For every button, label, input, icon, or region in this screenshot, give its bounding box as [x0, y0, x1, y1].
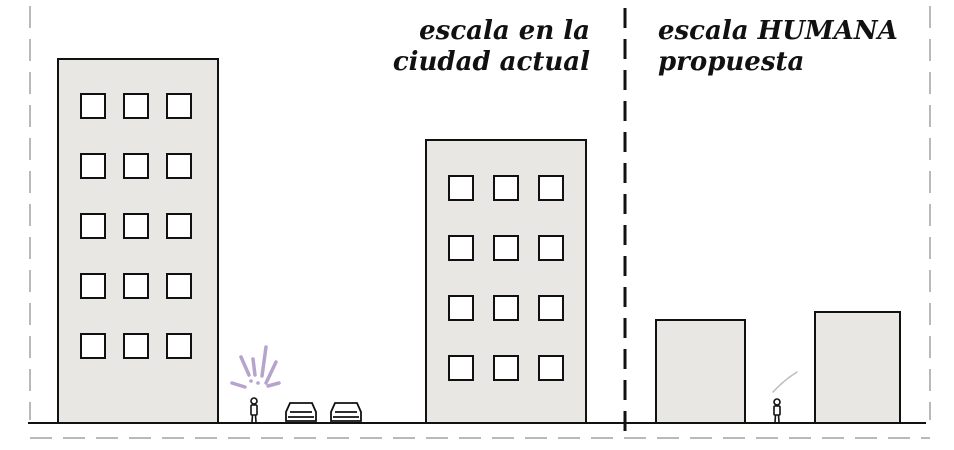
tall-tower-facade	[57, 58, 219, 424]
midrise-window	[538, 175, 564, 201]
midrise-window	[538, 355, 564, 381]
current-scale-caption-line2: ciudad actual	[392, 47, 590, 77]
midrise-window	[448, 355, 474, 381]
midrise-window	[448, 175, 474, 201]
mid-rise-windows	[448, 175, 564, 381]
soft-sound-icon	[772, 371, 798, 393]
midrise-window	[493, 355, 519, 381]
midrise-window	[493, 295, 519, 321]
tower-window	[166, 333, 192, 359]
pedestrian-icon	[773, 398, 781, 423]
human-scale-caption: escala HUMANA propuesta	[658, 16, 898, 78]
tower-window	[123, 273, 149, 299]
midrise-window	[538, 295, 564, 321]
human-scale-building-left	[655, 319, 746, 424]
midrise-window	[493, 175, 519, 201]
tower-window	[80, 213, 106, 239]
current-scale-caption: escala en la ciudad actual	[393, 16, 590, 78]
tower-window	[166, 153, 192, 179]
tower-window	[80, 153, 106, 179]
tower-window	[80, 273, 106, 299]
tower-window	[166, 213, 192, 239]
tower-window	[166, 93, 192, 119]
midrise-window	[493, 235, 519, 261]
midrise-window	[448, 235, 474, 261]
car-icon	[285, 402, 317, 422]
tower-window	[123, 153, 149, 179]
current-scale-caption-line1: escala en la	[419, 16, 590, 46]
midrise-window	[538, 235, 564, 261]
car-icon	[330, 402, 362, 422]
tower-window	[80, 93, 106, 119]
tower-window	[123, 93, 149, 119]
midrise-window	[448, 295, 474, 321]
tall-tower-building	[57, 58, 219, 424]
mid-rise-building	[425, 139, 587, 424]
tower-window	[80, 333, 106, 359]
pedestrian-icon	[250, 397, 258, 423]
human-scale-building-right	[814, 311, 901, 424]
tower-window	[123, 213, 149, 239]
dashed-frame	[29, 6, 931, 439]
noise-icon	[230, 345, 281, 389]
noise-dots-icon	[249, 379, 260, 385]
tower-window	[166, 273, 192, 299]
tall-tower-windows	[80, 93, 192, 359]
human-scale-caption-line1: escala HUMANA	[658, 16, 898, 46]
human-scale-caption-line2: propuesta	[658, 47, 805, 77]
tower-window	[123, 333, 149, 359]
